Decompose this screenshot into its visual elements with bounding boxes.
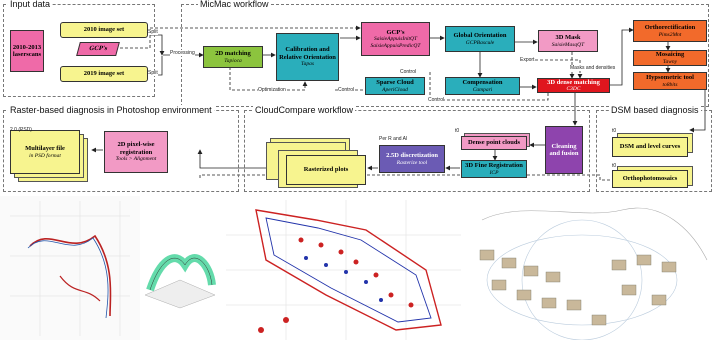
label-processing: Processing	[170, 50, 195, 56]
gcps-micmac-tool1: SaisieAppuisInitQT	[373, 36, 418, 43]
panel-title-input: Input data	[8, 0, 53, 9]
panel-title-dsm: DSM based diagnosis	[609, 105, 701, 115]
calibration-node: Calibration and Relative Orientation Tap…	[276, 33, 339, 81]
panel-input-data	[3, 4, 155, 97]
global-orientation-tool: GCPBascule	[465, 39, 495, 46]
point-cloud-3d-icon	[144, 254, 216, 309]
rasterized-plan-icon	[226, 200, 461, 340]
sparse-cloud-tool: AperiCloud	[382, 86, 408, 93]
mask-3d-tool: SaisieMasqQT	[551, 41, 585, 48]
rasterized-node: Rasterized plots	[286, 155, 366, 185]
discretization-node: 2.5D discretization Rasterize tool	[379, 145, 445, 173]
registration-2d-title: 2D pixel-wise registration	[117, 141, 155, 156]
label-optimization: Optimization	[258, 87, 286, 93]
image-set-2010-title: 2010 image set	[83, 26, 125, 34]
laserscans-title: 2010-2013 laserscans	[12, 43, 42, 58]
discretization-title: 2.5D discretization	[386, 152, 438, 160]
dense-clouds-tag: t0	[455, 128, 460, 134]
matching-2d-title: 2D matching	[215, 50, 251, 58]
matching-2d-tool: Tapioca	[224, 57, 242, 64]
mosaicing-title: Mosaicing	[655, 51, 685, 59]
multilayer-tag: 2.0 (PSD)	[10, 127, 32, 133]
panel-title-raster: Raster-based diagnosis in Photoshop envi…	[8, 105, 214, 115]
label-control-3: Control	[428, 97, 445, 103]
global-orientation-node: Global Orientation GCPBascule	[445, 26, 515, 52]
gcps-input-node: GCP's	[76, 42, 120, 56]
edge-raster-reg	[197, 149, 285, 169]
registration-2d-node: 2D pixel-wise registration Tools > Align…	[104, 131, 168, 173]
edge-gcps-dashed	[120, 25, 361, 49]
calibration-title: Calibration and Relative Orientation	[279, 46, 336, 61]
compensation-node: Compensation Campari	[445, 77, 520, 95]
edge-dense-ortho	[610, 27, 634, 86]
multilayer-format: in PSD format	[29, 152, 61, 159]
label-split-top: Split	[148, 29, 158, 35]
mask-3d-title: 3D Mask	[555, 34, 581, 42]
dense-clouds-node: Dense point clouds	[461, 136, 527, 150]
label-split-bottom: Split	[148, 70, 158, 76]
gcps-micmac-tool2: SaisieAppuisPredicQT	[370, 42, 421, 49]
compensation-title: Compensation	[462, 79, 503, 87]
hypsometric-tool: to8bits	[662, 81, 678, 88]
dsm-curves-title: DSM and level curves	[619, 143, 681, 151]
multilayer-node: Multilayer file in PSD format	[10, 130, 80, 174]
orthophoto-wireframe-icon	[462, 200, 713, 340]
orthophotomosaics-node: Orthophotomosaics	[612, 170, 688, 188]
edge-control-loop	[429, 72, 549, 101]
label-export: Export	[520, 57, 535, 63]
hypsometric-title: Hypsometric tool	[646, 74, 694, 82]
label-control-2: Control	[400, 69, 417, 75]
image-set-2019-title: 2019 image set	[83, 70, 125, 78]
fine-registration-tool: ICP	[489, 169, 499, 176]
laserscans-node: 2010-2013 laserscans	[10, 30, 44, 72]
panel-cloudcompare	[244, 110, 590, 192]
compensation-tool: Campari	[472, 86, 493, 93]
gcps-micmac-title: GCP's	[386, 28, 405, 36]
cleaning-title: Cleaning and fusion	[549, 142, 579, 157]
orthophotomosaics-title: Orthophotomosaics	[622, 175, 678, 183]
dense-matching-tool: C3DC	[566, 86, 581, 93]
laser-scan-cloud-icon	[0, 196, 140, 340]
label-control-1: Control	[338, 87, 355, 93]
rasterized-title: Rasterized plots	[303, 166, 349, 174]
calibration-tool: Tapas	[301, 61, 314, 68]
multilayer-title: Multilayer file	[25, 145, 65, 153]
sparse-cloud-title: Sparse Cloud	[376, 79, 414, 87]
discretization-tool: Rasterize tool	[396, 159, 428, 166]
dense-matching-node: 3D dense matching C3DC	[537, 78, 610, 93]
mosaicing-tool: Tawny	[662, 58, 678, 65]
orthorectification-title: Orthorectification	[644, 24, 696, 32]
dense-clouds-title: Dense point clouds	[467, 139, 520, 147]
matching-2d-node: 2D matching Tapioca	[203, 46, 263, 68]
orthorectification-node: Orthorectification Pims2Mnt	[633, 20, 707, 42]
label-masks: Masks and densities	[570, 65, 616, 71]
edge-dsm-ortho	[199, 174, 610, 181]
sparse-cloud-node: Sparse Cloud AperiCloud	[365, 77, 425, 95]
edge-export	[520, 59, 583, 79]
gcps-input-title: GCP's	[88, 45, 109, 53]
fine-registration-node: 3D Fine Registration ICP	[461, 160, 527, 178]
mosaicing-node: Mosaicing Tawny	[633, 50, 707, 66]
mask-3d-node: 3D Mask SaisieMasqQT	[538, 30, 598, 52]
discretization-tag: Per R and Al	[379, 136, 408, 142]
dense-matching-title: 3D dense matching	[547, 78, 600, 86]
dsm-curves-node: DSM and level curves	[612, 137, 688, 157]
dsm-tag: t0	[612, 128, 617, 134]
panel-title-cloudcompare: CloudCompare workflow	[253, 105, 356, 115]
fine-registration-title: 3D Fine Registration	[465, 162, 523, 170]
orthorectification-tool: Pims2Mnt	[658, 31, 682, 38]
registration-2d-tool: Tools > Alignment	[115, 156, 157, 163]
gcps-micmac-node: GCP's SaisieAppuisInitQT SaisieAppuisPre…	[361, 22, 430, 56]
image-set-2010: 2010 image set	[60, 22, 148, 38]
cleaning-node: Cleaning and fusion	[545, 126, 583, 174]
panel-title-micmac: MicMac workflow	[198, 0, 271, 9]
global-orientation-title: Global Orientation	[453, 32, 507, 40]
ortho-tag: t0	[612, 163, 617, 169]
hypsometric-node: Hypsometric tool to8bits	[633, 72, 707, 90]
image-set-2019: 2019 image set	[60, 66, 148, 82]
